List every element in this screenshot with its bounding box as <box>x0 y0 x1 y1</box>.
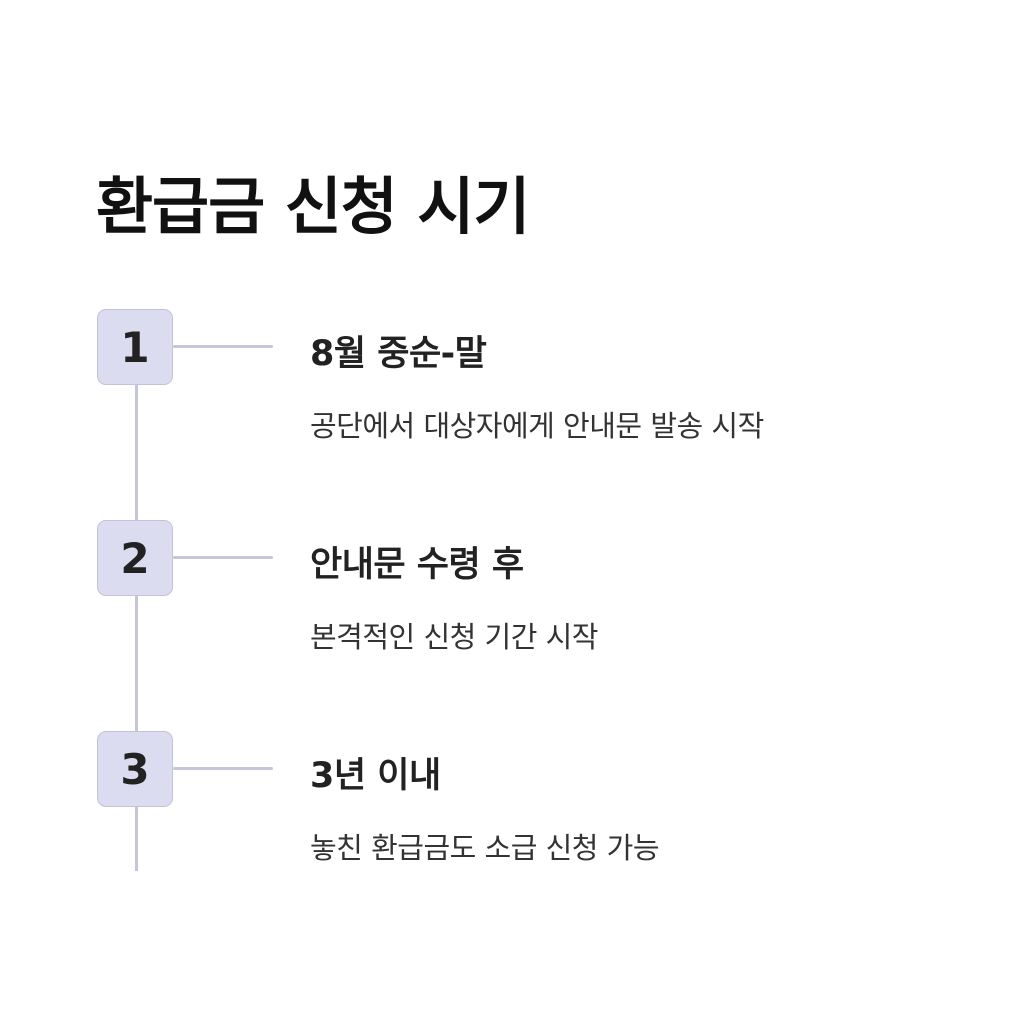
step-description: 본격적인 신청 기간 시작 <box>310 620 598 654</box>
connector-line <box>173 767 273 770</box>
step-number-badge: 2 <box>97 520 173 596</box>
step-number-badge: 3 <box>97 731 173 807</box>
step-heading: 8월 중순-말 <box>310 334 487 374</box>
step-description: 공단에서 대상자에게 안내문 발송 시작 <box>310 409 764 443</box>
timeline-step: 3 3년 이내 놓친 환급금도 소급 신청 가능 <box>0 731 1024 931</box>
page-title: 환급금 신청 시기 <box>96 170 530 243</box>
step-heading: 3년 이내 <box>310 756 441 796</box>
step-description: 놓친 환급금도 소급 신청 가능 <box>310 831 660 865</box>
timeline-step: 1 8월 중순-말 공단에서 대상자에게 안내문 발송 시작 <box>0 309 1024 509</box>
connector-line <box>173 345 273 348</box>
timeline-step: 2 안내문 수령 후 본격적인 신청 기간 시작 <box>0 520 1024 720</box>
timeline-vertical-line <box>135 384 138 871</box>
step-number-badge: 1 <box>97 309 173 385</box>
step-heading: 안내문 수령 후 <box>310 545 524 585</box>
connector-line <box>173 556 273 559</box>
